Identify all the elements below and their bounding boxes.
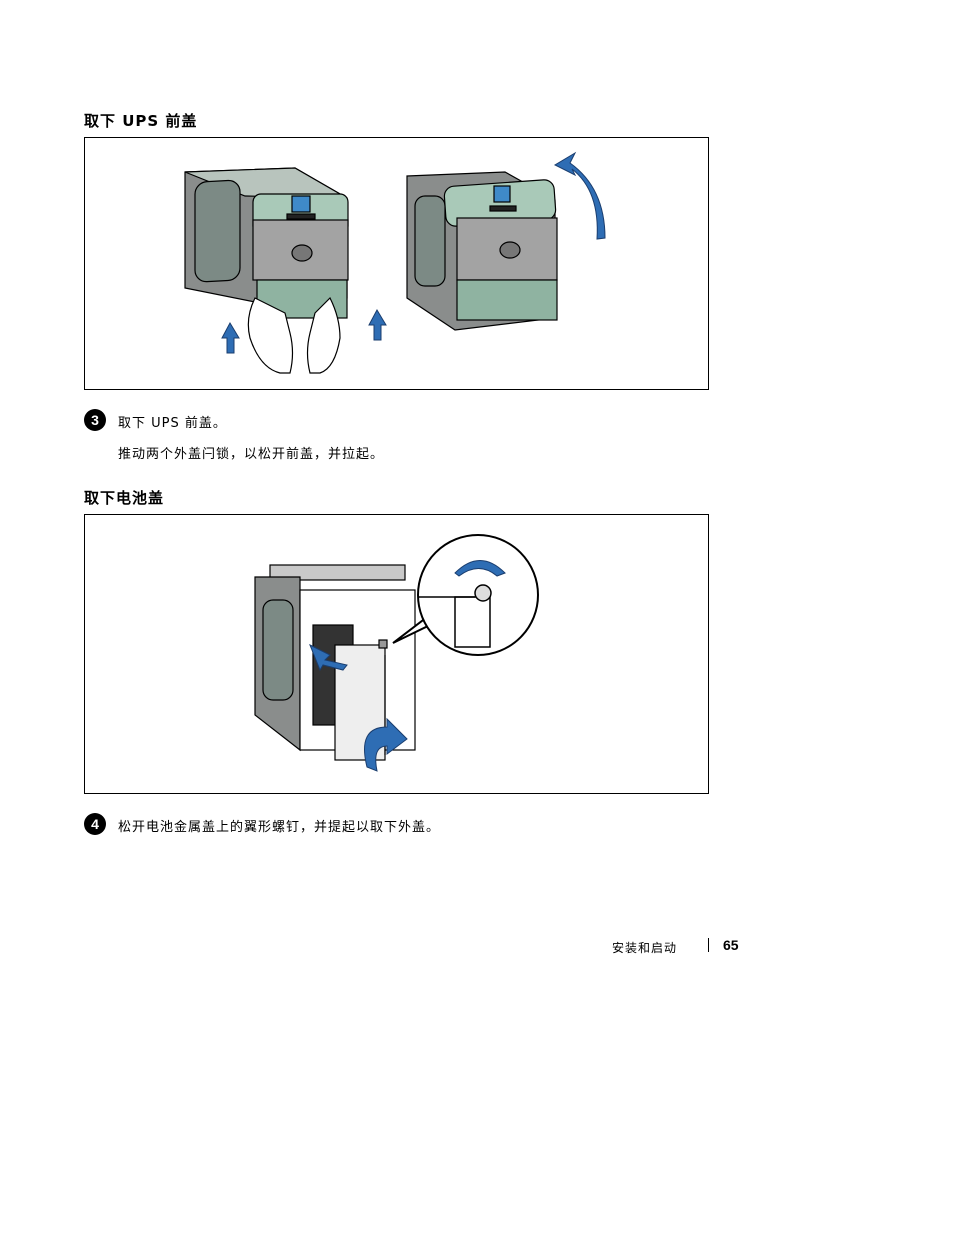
ups-unit-left xyxy=(184,167,349,319)
figure-remove-front-cover xyxy=(84,137,709,390)
step-title: 取下 UPS 前盖。 xyxy=(118,416,227,431)
footer-separator xyxy=(708,938,709,952)
up-arrow-left-icon xyxy=(221,321,240,354)
front-cover-illustration xyxy=(184,151,606,374)
step-number-badge: 4 xyxy=(84,813,106,835)
section-heading-remove-front-cover: 取下 UPS 前盖 xyxy=(84,112,198,130)
section-heading-remove-battery-cover: 取下电池盖 xyxy=(84,489,165,507)
curved-arrow-up-icon xyxy=(553,151,606,240)
step-number-badge: 3 xyxy=(84,409,106,431)
zoom-callout xyxy=(392,534,539,656)
lift-arrow-icon xyxy=(364,717,408,772)
push-arrow-icon xyxy=(309,643,348,672)
footer-chapter-title: 安装和启动 xyxy=(612,941,678,955)
page-number: 65 xyxy=(723,937,739,953)
rotate-arrow-icon xyxy=(454,560,506,577)
hands-illustration xyxy=(247,296,341,374)
ups-unit-right xyxy=(406,171,558,331)
up-arrow-right-icon xyxy=(368,308,387,341)
battery-cover-illustration xyxy=(254,534,539,772)
step-text: 松开电池金属盖上的翼形螺钉，并提起以取下外盖。 xyxy=(118,820,441,835)
figure-remove-battery-cover xyxy=(84,514,709,794)
step-detail: 推动两个外盖闩锁，以松开前盖，并拉起。 xyxy=(118,447,385,462)
